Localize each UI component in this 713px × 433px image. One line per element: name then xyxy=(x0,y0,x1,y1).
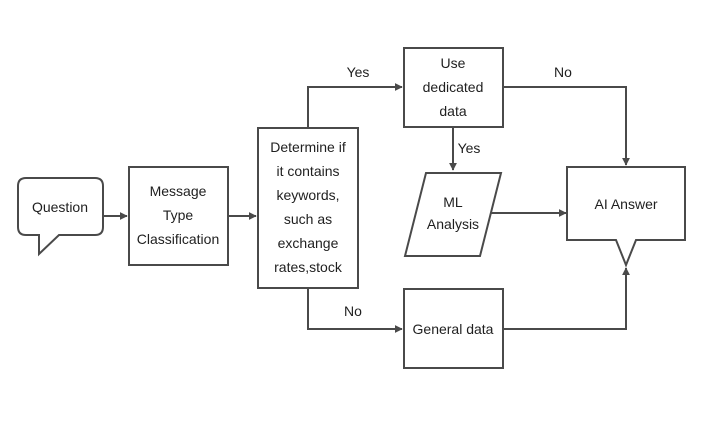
determine-box xyxy=(257,127,359,289)
ml-analysis-parallelogram xyxy=(403,172,503,257)
text-line: data xyxy=(439,103,466,119)
text-line: AI Answer xyxy=(594,196,657,212)
text-line: it contains xyxy=(276,163,339,179)
text-line: Classification xyxy=(137,231,219,247)
text-line: Question xyxy=(32,199,88,215)
text-line: Type xyxy=(163,207,194,223)
text-line: Use xyxy=(441,55,466,71)
message-type-box xyxy=(128,166,229,266)
node-determine: Determine if it contains keywords, such as e… xyxy=(257,127,359,289)
edge-determine-to-general xyxy=(307,289,403,333)
ai-answer-label: AI Answer xyxy=(594,196,657,212)
dedicated-label: Use dedicated data xyxy=(423,55,484,119)
ai-answer-callout-box xyxy=(566,166,686,268)
edge-label-dedicated-to-ml: Yes xyxy=(458,140,481,156)
text-line: keywords, xyxy=(276,187,339,203)
dedicated-box xyxy=(403,47,504,128)
node-ml-analysis: ML Analysis xyxy=(403,172,503,257)
general-data-label: General data xyxy=(413,321,494,337)
question-speech-bubble xyxy=(17,177,104,257)
edge-label-dedicated-to-answer: No xyxy=(554,64,572,80)
node-dedicated: Use dedicated data xyxy=(403,47,504,128)
text-line: dedicated xyxy=(423,79,484,95)
edges xyxy=(103,83,630,333)
text-line: ML xyxy=(443,194,463,210)
edge-label-determine-to-dedicated: Yes xyxy=(347,64,370,80)
text-line: Determine if xyxy=(270,139,346,155)
question-label: Question xyxy=(32,199,88,215)
text-line: exchange xyxy=(278,235,339,251)
node-question: Question xyxy=(17,177,104,257)
edge-general-to-answer xyxy=(503,267,630,330)
node-general-data: General data xyxy=(403,288,504,369)
edge-dedicated-to-answer xyxy=(503,86,630,166)
text-line: such as xyxy=(284,211,332,227)
text-line: rates,stock xyxy=(274,259,343,275)
text-line: Message xyxy=(150,183,207,199)
text-line: Analysis xyxy=(427,216,479,232)
edge-label-determine-to-general: No xyxy=(344,303,362,319)
edge-labels: Yes No Yes No xyxy=(344,64,572,319)
edge-determine-to-dedicated xyxy=(307,83,403,128)
text-line: General data xyxy=(413,321,494,337)
general-data-box xyxy=(403,288,504,369)
ml-analysis-label: ML Analysis xyxy=(427,194,479,232)
determine-label: Determine if it contains keywords, such as e… xyxy=(270,139,346,275)
node-ai-answer: AI Answer xyxy=(566,166,686,268)
